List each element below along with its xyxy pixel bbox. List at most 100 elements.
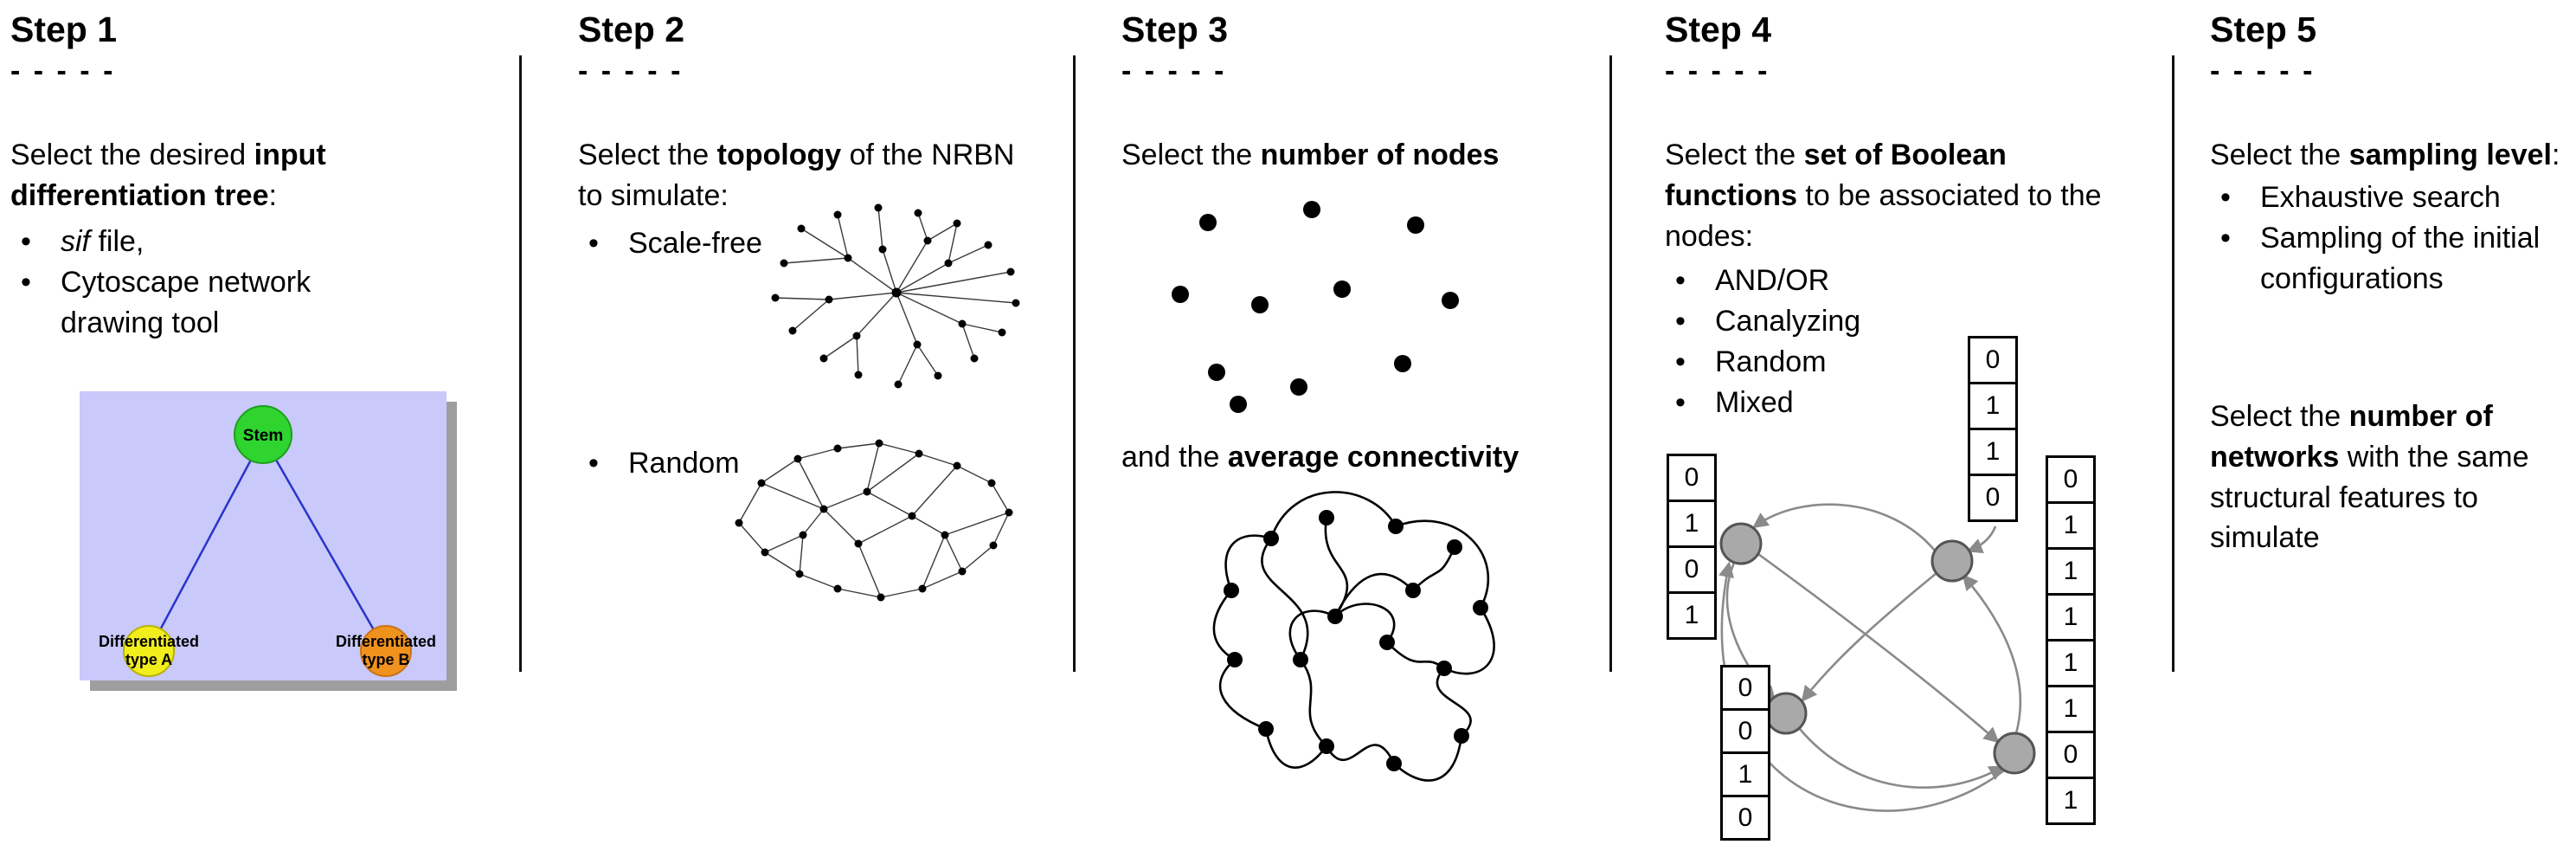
step3-title: Step 3 bbox=[1121, 10, 1229, 49]
step2-intro-post: of the NRBN to simulate: bbox=[578, 139, 1015, 212]
truth-table-cell: 0 bbox=[2046, 731, 2096, 779]
truth-table-cell: 1 bbox=[2046, 501, 2096, 550]
column-divider bbox=[1609, 55, 1612, 672]
step5-intro: Select the sampling level: bbox=[2210, 135, 2576, 176]
column-divider bbox=[2172, 55, 2175, 672]
random-network-figure bbox=[735, 439, 1013, 602]
type-a-node bbox=[123, 625, 175, 677]
sif-rest: file, bbox=[90, 224, 145, 258]
truth-table-cell: 1 bbox=[1968, 428, 2018, 476]
step4-title: Step 4 bbox=[1665, 10, 1772, 49]
step5-intro-post: : bbox=[2551, 139, 2560, 172]
boolean-node bbox=[1764, 692, 1808, 735]
step4-bullet-random: Random bbox=[1665, 342, 2167, 383]
type-b-node bbox=[360, 625, 412, 677]
step4-bullet-mixed-label: Mixed bbox=[1715, 385, 1794, 419]
step2-column: Step 2 - - - - - Select the topology of … bbox=[578, 0, 1063, 851]
step3-line2-bold: average connectivity bbox=[1227, 441, 1519, 474]
step2-intro: Select the topology of the NRBN to simul… bbox=[578, 135, 1015, 216]
step5-intro-bold: sampling level bbox=[2348, 139, 2552, 172]
step3-dashes: - - - - - bbox=[1121, 55, 1227, 88]
truth-table-cell: 0 bbox=[1968, 474, 2018, 522]
step2-intro-pre: Select the bbox=[578, 139, 717, 172]
truth-table-cell: 0 bbox=[1720, 708, 1770, 754]
column-divider bbox=[1073, 55, 1076, 672]
truth-table-cell: 1 bbox=[1720, 751, 1770, 797]
truth-table-cell: 1 bbox=[2046, 593, 2096, 641]
step5-bullet-sampling-label: Sampling of the initial configurations bbox=[2260, 221, 2541, 295]
step3-line1: Select the number of nodes bbox=[1121, 135, 1606, 176]
stem-label: Stem bbox=[243, 427, 283, 445]
sif-italic: sif bbox=[61, 224, 90, 258]
step1-bullet-sif-label: sif file, bbox=[61, 222, 144, 262]
connectivity-network-figure bbox=[1212, 491, 1495, 782]
step2-title: Step 2 bbox=[578, 10, 685, 49]
step2-bullet-random: Random bbox=[578, 443, 740, 484]
scatter-dots bbox=[1172, 201, 1459, 413]
type-a-label-line2: type A bbox=[125, 651, 172, 668]
truth-table-cell: 1 bbox=[1667, 500, 1717, 548]
step3-line1-bold: number of nodes bbox=[1260, 139, 1500, 172]
random-edges bbox=[738, 442, 1010, 598]
step1-intro-bold: input differentiation tree bbox=[10, 139, 326, 212]
truth-table-cell: 1 bbox=[2046, 685, 2096, 733]
type-b-label-line2: type B bbox=[362, 651, 409, 668]
truth-table-cell: 0 bbox=[1667, 545, 1717, 594]
step2-bullet-scale-free-label: Scale-free bbox=[628, 226, 762, 260]
step5-column: Step 5 - - - - - Select the sampling lev… bbox=[2210, 0, 2576, 851]
step5-para2-bold: number of networks bbox=[2210, 399, 2493, 474]
step4-bullet-canalyzing: Canalyzing bbox=[1665, 301, 2167, 342]
step3-column: Step 3 - - - - - Select the number of no… bbox=[1121, 0, 1606, 851]
column-divider bbox=[519, 55, 522, 672]
step4-dashes: - - - - - bbox=[1665, 55, 1770, 88]
step1-dashes: - - - - - bbox=[10, 55, 116, 88]
type-b-label-line1: Differentiated bbox=[336, 633, 436, 650]
step4-bullet-andor-label: AND/OR bbox=[1715, 263, 1830, 297]
boolean-node bbox=[1719, 522, 1763, 565]
step3-line2: and the average connectivity bbox=[1121, 437, 1519, 478]
truth-table-cell: 1 bbox=[1968, 382, 2018, 430]
boolean-node bbox=[1930, 539, 1974, 583]
step4-column: Step 4 - - - - - Select the set of Boole… bbox=[1665, 0, 2167, 851]
tree-edges bbox=[147, 436, 388, 652]
truth-table-cell: 0 bbox=[1720, 665, 1770, 711]
boolean-node bbox=[1993, 732, 2036, 775]
truth-table-cell: 1 bbox=[2046, 777, 2096, 825]
step5-bullet-exhaustive-label: Exhaustive search bbox=[2260, 181, 2501, 214]
step4-bullet-canalyzing-label: Canalyzing bbox=[1715, 304, 1861, 338]
truth-table-cell: 1 bbox=[2046, 639, 2096, 687]
truth-table-cell: 1 bbox=[2046, 547, 2096, 596]
truth-table-cell: 1 bbox=[1667, 591, 1717, 640]
step5-para2: Select the number of networks with the s… bbox=[2210, 396, 2576, 559]
step1-bullet-cytoscape-label: Cytoscape network drawing tool bbox=[61, 265, 312, 339]
step5-para2-post: with the same structural features to sim… bbox=[2210, 440, 2529, 555]
step2-bullet-scale-free: Scale-free bbox=[578, 223, 1063, 264]
step2-intro-bold: topology bbox=[716, 139, 842, 172]
step4-intro-bold: set of Boolean functions bbox=[1665, 139, 2007, 212]
connectivity-dots bbox=[1224, 510, 1488, 771]
step4-intro-pre: Select the bbox=[1665, 139, 1804, 172]
step5-para2-pre: Select the bbox=[2210, 399, 2349, 433]
step5-bullet-exhaustive: Exhaustive search bbox=[2210, 177, 2576, 218]
truth-table-cell: 0 bbox=[2046, 455, 2096, 504]
stem-node bbox=[234, 405, 292, 464]
step1-bullet-cytoscape: Cytoscape network drawing tool bbox=[10, 262, 512, 344]
scale-free-edges bbox=[774, 207, 1017, 385]
step4-bullet-andor: AND/OR bbox=[1665, 261, 2167, 301]
step4-bullet-mixed: Mixed bbox=[1665, 383, 2167, 423]
step2-bullet-random-label: Random bbox=[628, 447, 740, 480]
differentiation-tree-figure: Stem Differentiated type A Differentiate… bbox=[80, 391, 457, 691]
step3-line1-pre: Select the bbox=[1121, 139, 1261, 172]
type-a-label-line1: Differentiated bbox=[99, 633, 199, 650]
truth-table-cell: 0 bbox=[1720, 795, 1770, 841]
step1-column: Step 1 - - - - - Select the desired inpu… bbox=[10, 0, 512, 851]
step5-intro-pre: Select the bbox=[2210, 139, 2349, 172]
step1-intro-pre: Select the desired bbox=[10, 139, 254, 172]
step1-bullet-sif: sif file, bbox=[10, 222, 512, 262]
scale-free-network-figure bbox=[771, 203, 1020, 389]
